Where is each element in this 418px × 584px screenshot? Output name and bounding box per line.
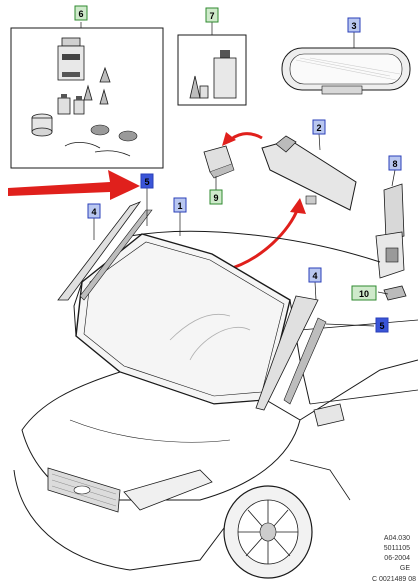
callout-3-label: 3 <box>351 21 356 31</box>
red-arrow-mirror-to-screen <box>225 198 306 272</box>
callout-1: 1 <box>173 197 187 213</box>
adhesive-cartridge-icon <box>57 37 85 81</box>
applicator-icon <box>64 124 138 157</box>
a-pillar-molding-right <box>255 295 327 411</box>
kit-box-7 <box>177 34 247 106</box>
callout-7-label: 7 <box>209 11 214 21</box>
rear-view-mirror-part-2 <box>261 135 357 211</box>
red-arrow-pointer <box>8 170 140 200</box>
reference-line-2: 5011105 <box>384 545 410 552</box>
rear-view-mirror-part-3 <box>281 47 411 95</box>
callout-5-left-label: 5 <box>144 177 149 187</box>
primer-bottle-large-icon <box>213 50 237 99</box>
callout-5-right: 5 <box>375 317 389 333</box>
callout-6: 6 <box>74 5 88 21</box>
headlight <box>123 469 213 511</box>
callout-3: 3 <box>347 17 361 33</box>
reference-line-1: A04.030 <box>384 535 410 542</box>
reference-line-5: C 0021489 08 <box>372 576 416 583</box>
callout-9-label: 9 <box>213 193 218 203</box>
reference-line-3: 06-2004 <box>384 555 410 562</box>
callout-9: 9 <box>209 189 223 205</box>
callout-1-label: 1 <box>177 201 182 211</box>
kit-box-6 <box>10 27 164 169</box>
nozzle-small-icon <box>189 75 209 99</box>
callout-4-left: 4 <box>87 203 101 219</box>
clip-part-10 <box>383 285 407 301</box>
callout-4-right-label: 4 <box>312 271 317 281</box>
badge <box>73 485 91 495</box>
callout-4-left-label: 4 <box>91 207 96 217</box>
callout-2-label: 2 <box>316 123 321 133</box>
a-pillar-molding-left <box>57 201 153 301</box>
callout-10: 10 <box>351 285 377 301</box>
car-illustration <box>13 230 418 579</box>
callout-5-left: 5 <box>140 173 154 189</box>
callout-8-label: 8 <box>392 159 397 169</box>
callout-4-right: 4 <box>308 267 322 283</box>
red-arrow-mirror-to-base <box>222 132 263 146</box>
tin-icon <box>31 113 53 137</box>
front-wheel <box>223 485 313 579</box>
callout-6-label: 6 <box>78 9 83 19</box>
reference-line-4: GE <box>400 565 410 572</box>
mirror-base-part-9 <box>203 145 235 179</box>
rain-sensor-part-8 <box>375 183 405 279</box>
callout-7: 7 <box>205 7 219 23</box>
callout-2: 2 <box>312 119 326 135</box>
primer-bottle-icon <box>57 94 85 115</box>
callout-8: 8 <box>388 155 402 171</box>
callout-10-label: 10 <box>359 289 369 299</box>
nozzle-icon <box>83 66 111 105</box>
callout-5-right-label: 5 <box>379 321 384 331</box>
reference-block: A04.030 5011105 06-2004 GE C 0021489 08 <box>372 535 416 583</box>
